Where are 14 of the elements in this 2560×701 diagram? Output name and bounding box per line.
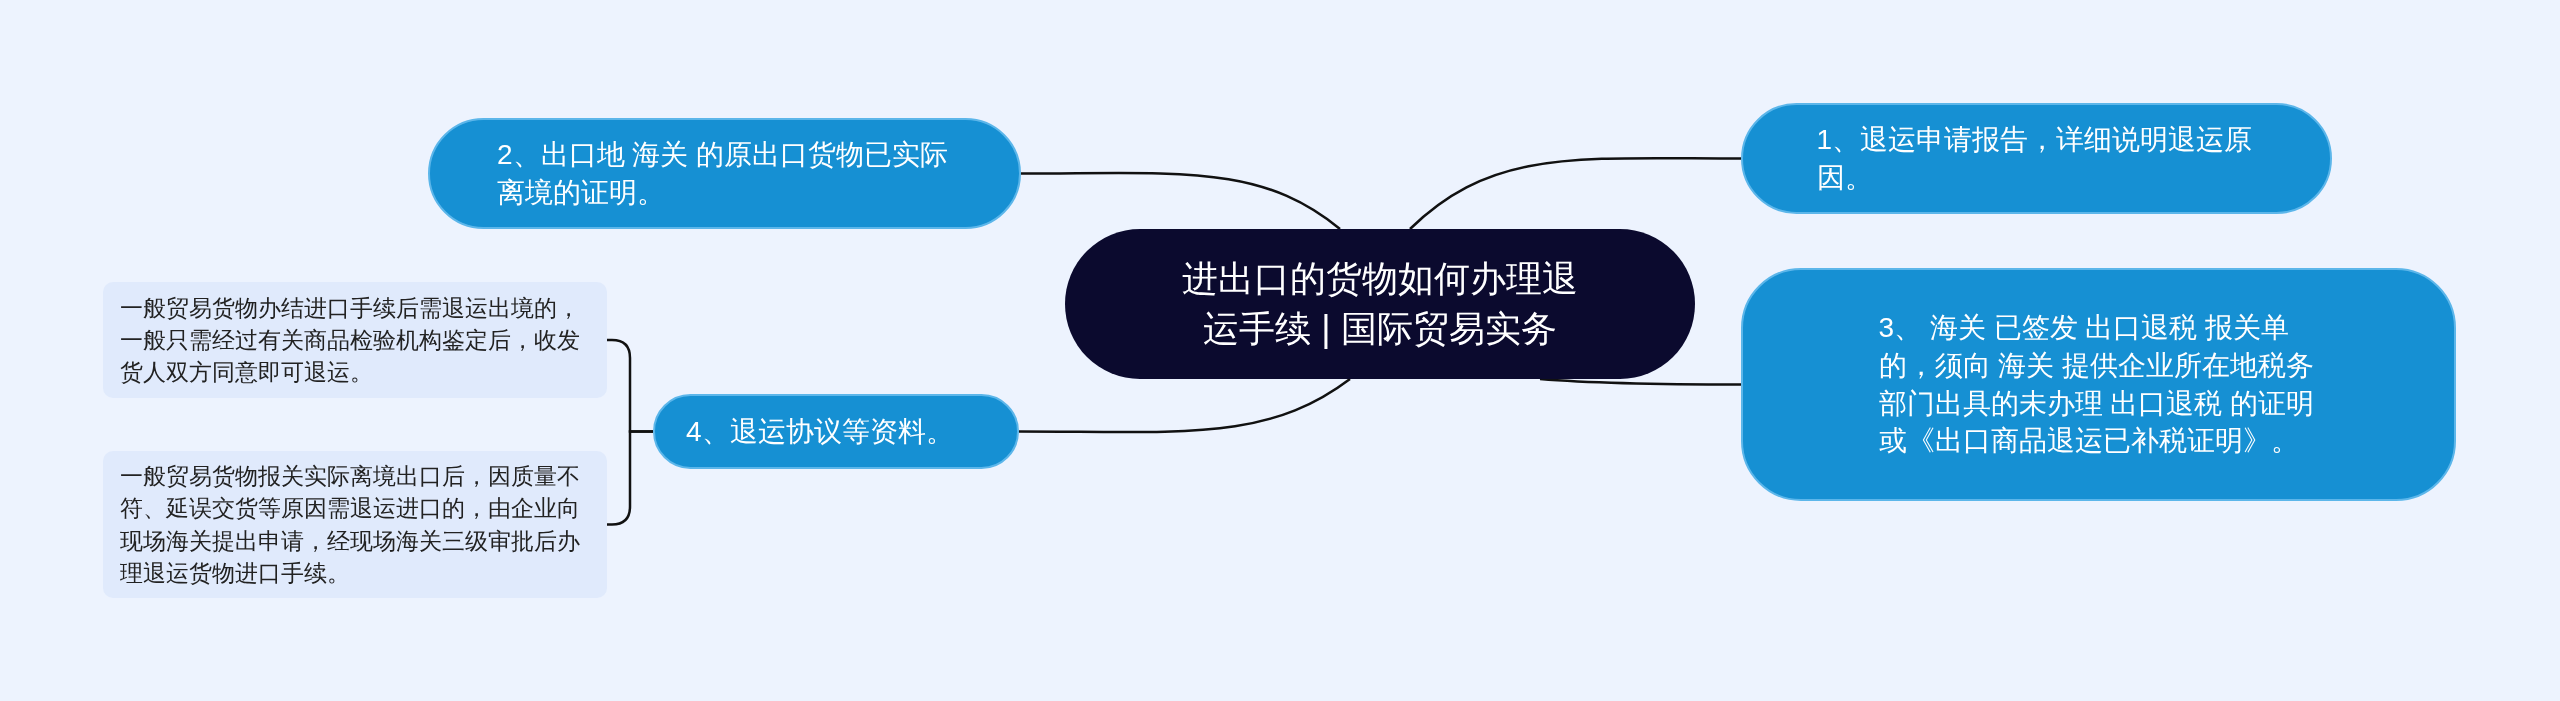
connector-line bbox=[1409, 156, 1741, 230]
topic-text: 1、退运申请报告，详细说明退运原因。 bbox=[1816, 122, 2254, 195]
topic-text: 4、退运协议等资料。 bbox=[686, 414, 955, 449]
connector-line bbox=[1019, 377, 1351, 434]
topic-text: 一般贸易货物报关实际离境出口后，因质量不符、延误交货等原因需退运进口的，由企业向现场海关提出申请，经现场海关三级审批后办理退运货物进口手续。 bbox=[120, 462, 581, 588]
topic-bubble bbox=[1741, 268, 2456, 501]
topic-text: 一般贸易货物办结进口手续后需退运出境的，一般只需经过有关商品检验机构鉴定后，收发货人双方同意即可退运。 bbox=[120, 293, 581, 388]
topic-text: 3、 海关 已签发 出口退税 报关单的，须向 海关 提供企业所在地税务部门出具的未办理 出口退税 的证明或《出口商品退运已补税证明》。 bbox=[1878, 310, 2316, 459]
connector-line bbox=[1021, 171, 1341, 230]
note-card bbox=[103, 451, 607, 598]
connector-line bbox=[1539, 377, 1741, 386]
topic-text: 进出口的货物如何办理退运手续 | 国际贸易实务 bbox=[1181, 256, 1579, 351]
note-card bbox=[103, 282, 607, 398]
topic-text: 2、出口地 海关 的原出口货物已实际离境的证明。 bbox=[497, 137, 950, 210]
